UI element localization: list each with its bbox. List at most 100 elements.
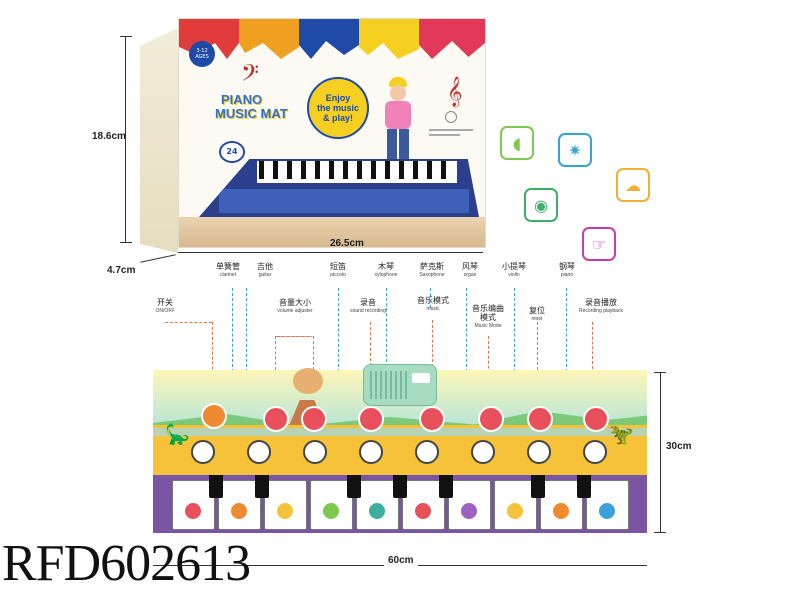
eye-icon: ◉ bbox=[524, 188, 558, 222]
piccolo-button[interactable] bbox=[303, 440, 327, 464]
leader-violin bbox=[514, 288, 515, 438]
product-box: 3-12 AGES 𝄢 𝄞 ♫ PIANO MUSIC MAT Enjoy th… bbox=[140, 18, 486, 253]
label-organ: 风琴 organ bbox=[455, 262, 485, 280]
ear-icon: ◖ bbox=[500, 126, 534, 160]
label-organ-en: organ bbox=[463, 272, 477, 278]
bubble-line3: & play! bbox=[322, 113, 353, 123]
box-height-tick-top bbox=[120, 36, 132, 37]
box-width-line bbox=[178, 252, 483, 253]
key-note-icon bbox=[369, 503, 385, 519]
volume-up-button[interactable] bbox=[301, 406, 327, 432]
dinosaur-green: 🦕 bbox=[165, 422, 190, 446]
brain-icon: ☁ bbox=[616, 168, 650, 202]
label-music-mode-cn: 音乐模式 bbox=[417, 296, 449, 305]
enjoy-bubble: Enjoy the music & play! bbox=[307, 77, 369, 139]
key-note-icon bbox=[323, 503, 339, 519]
box-title-line1: PIANO bbox=[221, 92, 263, 107]
leader-xylophone bbox=[386, 288, 387, 438]
label-playback: 录音播放 Recording playback bbox=[568, 298, 634, 316]
black-key[interactable] bbox=[577, 475, 591, 498]
label-reset-en: reset bbox=[531, 316, 543, 322]
key-note-icon bbox=[185, 503, 201, 519]
hand-icon: ☞ bbox=[582, 227, 616, 261]
key-note-icon bbox=[553, 503, 569, 519]
box-side-panel bbox=[140, 28, 178, 253]
label-clarinet-en: clarinet bbox=[219, 272, 237, 278]
white-key[interactable] bbox=[494, 480, 537, 530]
box-height-label: 18.6cm bbox=[92, 131, 126, 142]
white-key[interactable] bbox=[218, 480, 261, 530]
leader-playback bbox=[592, 322, 593, 408]
playback-button[interactable] bbox=[583, 406, 609, 432]
black-key[interactable] bbox=[439, 475, 453, 498]
arrange-mode-button[interactable] bbox=[478, 406, 504, 432]
sparkle-icon: ✷ bbox=[558, 133, 592, 167]
label-saxophone: 萨克斯 Saxophone bbox=[412, 262, 452, 280]
record-button[interactable] bbox=[358, 406, 384, 432]
label-playback-cn: 录音播放 bbox=[585, 298, 617, 307]
label-recording-en: sound recording bbox=[350, 308, 386, 314]
box-width-label: 26.5cm bbox=[330, 238, 364, 249]
saxophone-button[interactable] bbox=[415, 440, 439, 464]
piano-mat: 🦕 🦖 bbox=[153, 364, 647, 533]
organ-button[interactable] bbox=[471, 440, 495, 464]
mat-water bbox=[153, 428, 647, 436]
box-title: PIANO MUSIC MAT bbox=[215, 93, 288, 121]
label-reset-cn: 复位 bbox=[529, 306, 545, 315]
black-key[interactable] bbox=[209, 475, 223, 498]
keys-badge: 24 bbox=[219, 141, 245, 163]
girl-figure bbox=[377, 77, 417, 177]
box-title-line2: MUSIC MAT bbox=[215, 106, 288, 121]
leader-on-off bbox=[212, 322, 213, 404]
mat-width-label: 60cm bbox=[384, 555, 418, 566]
music-mode-button[interactable] bbox=[419, 406, 445, 432]
label-piccolo-en: piccolo bbox=[330, 272, 346, 278]
violin-button[interactable] bbox=[527, 440, 551, 464]
label-recording-cn: 录音 bbox=[360, 298, 376, 307]
label-piano: 钢琴 piano bbox=[552, 262, 582, 280]
key-note-icon bbox=[415, 503, 431, 519]
label-xylophone-cn: 木琴 bbox=[378, 262, 394, 271]
box-mat-keys bbox=[259, 161, 455, 179]
mat-height-tick-top bbox=[654, 372, 666, 373]
black-key[interactable] bbox=[393, 475, 407, 498]
reset-button[interactable] bbox=[527, 406, 553, 432]
clarinet-button[interactable] bbox=[191, 440, 215, 464]
black-key[interactable] bbox=[255, 475, 269, 498]
label-clarinet-cn: 单簧管 bbox=[216, 262, 240, 271]
label-on-off: 开关 ON/OFF bbox=[150, 298, 180, 316]
label-xylophone-en: xylophone bbox=[374, 272, 398, 278]
label-music-mode-en: music bbox=[426, 306, 440, 312]
leader-music-mode bbox=[432, 320, 433, 406]
music-note-icon: 𝄞 bbox=[447, 77, 463, 107]
box-floor bbox=[179, 217, 485, 247]
label-arrange-mode-en: Music Mode bbox=[474, 323, 502, 329]
label-playback-en: Recording playback bbox=[579, 308, 623, 314]
label-guitar-cn: 吉他 bbox=[257, 262, 273, 271]
label-violin-en: violin bbox=[508, 272, 520, 278]
mat-height-tick-bottom bbox=[654, 532, 666, 533]
key-note-icon bbox=[507, 503, 523, 519]
volcano-smoke bbox=[293, 368, 323, 394]
black-key[interactable] bbox=[347, 475, 361, 498]
xylophone-button[interactable] bbox=[359, 440, 383, 464]
label-piccolo-cn: 短笛 bbox=[330, 262, 346, 271]
key-note-icon bbox=[231, 503, 247, 519]
box-height-line bbox=[125, 36, 126, 242]
label-xylophone: 木琴 xylophone bbox=[366, 262, 406, 280]
volume-down-button[interactable] bbox=[263, 406, 289, 432]
guitar-button[interactable] bbox=[247, 440, 271, 464]
key-note-icon bbox=[277, 503, 293, 519]
label-organ-cn: 风琴 bbox=[462, 262, 478, 271]
dinosaur-red: 🦖 bbox=[609, 422, 634, 446]
black-key[interactable] bbox=[531, 475, 545, 498]
piano-button[interactable] bbox=[583, 440, 607, 464]
power-button[interactable] bbox=[201, 403, 227, 429]
label-volume-en: volume adjuster bbox=[277, 308, 313, 314]
label-arrange-mode: 音乐编曲模式 Music Mode bbox=[470, 304, 506, 331]
label-piano-cn: 钢琴 bbox=[559, 262, 575, 271]
label-piano-en: piano bbox=[560, 272, 574, 278]
leader-piccolo bbox=[338, 288, 339, 438]
leader-organ bbox=[466, 288, 467, 438]
piano-keyboard bbox=[153, 475, 647, 533]
